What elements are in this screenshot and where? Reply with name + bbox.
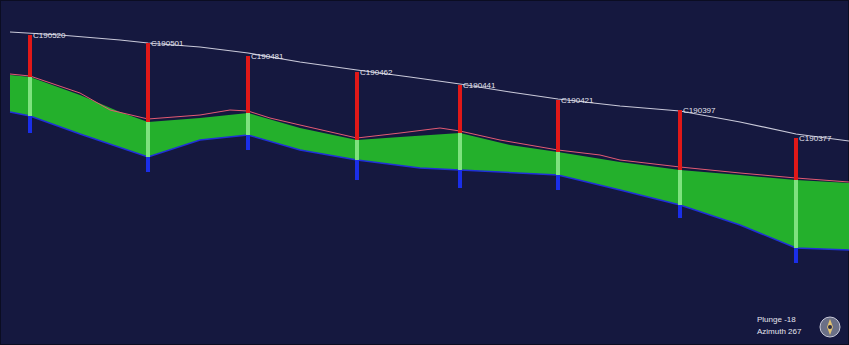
drillhole-trace [556,175,560,190]
drillhole-intercept [458,133,462,170]
drillhole-trace [458,85,462,133]
drillhole-intercept [355,140,359,160]
view-azimuth: Azimuth 267 [757,328,801,336]
hangingwall-line [10,74,849,182]
drillhole-intercept [678,170,682,205]
drillhole-intercept [246,113,250,135]
footwall-line [10,112,849,250]
drillhole-trace [146,157,150,172]
drillhole-trace [28,35,32,77]
drillhole-intercept [28,77,32,116]
hole-id: C190421 [561,97,593,105]
drillhole-trace [458,170,462,188]
drillhole-trace [246,135,250,150]
drillhole-trace [355,72,359,140]
drillhole-trace [794,248,798,263]
drillhole-trace [355,160,359,180]
view-plunge: Plunge -18 [757,316,796,324]
hole-id: C190501 [151,40,183,48]
drillhole-trace [246,56,250,113]
drillhole-trace [146,43,150,122]
hole-id: C190520 [33,32,65,40]
drillhole-trace [678,110,682,170]
hole-id: C190397 [683,107,715,115]
drillholes [30,35,796,263]
drillhole-intercept [556,152,560,175]
orientation-icon [820,317,840,337]
hole-id: C190462 [360,69,392,77]
drillhole-intercept [794,180,798,248]
hole-id: C190377 [799,135,831,143]
drillhole-trace [28,116,32,133]
drillhole-trace [794,138,798,180]
drillhole-trace [678,205,682,218]
hole-id: C190481 [251,53,283,61]
drillhole-trace [556,100,560,152]
drillhole-intercept [146,122,150,157]
hole-id: C190441 [463,82,495,90]
ore-body [10,75,849,250]
